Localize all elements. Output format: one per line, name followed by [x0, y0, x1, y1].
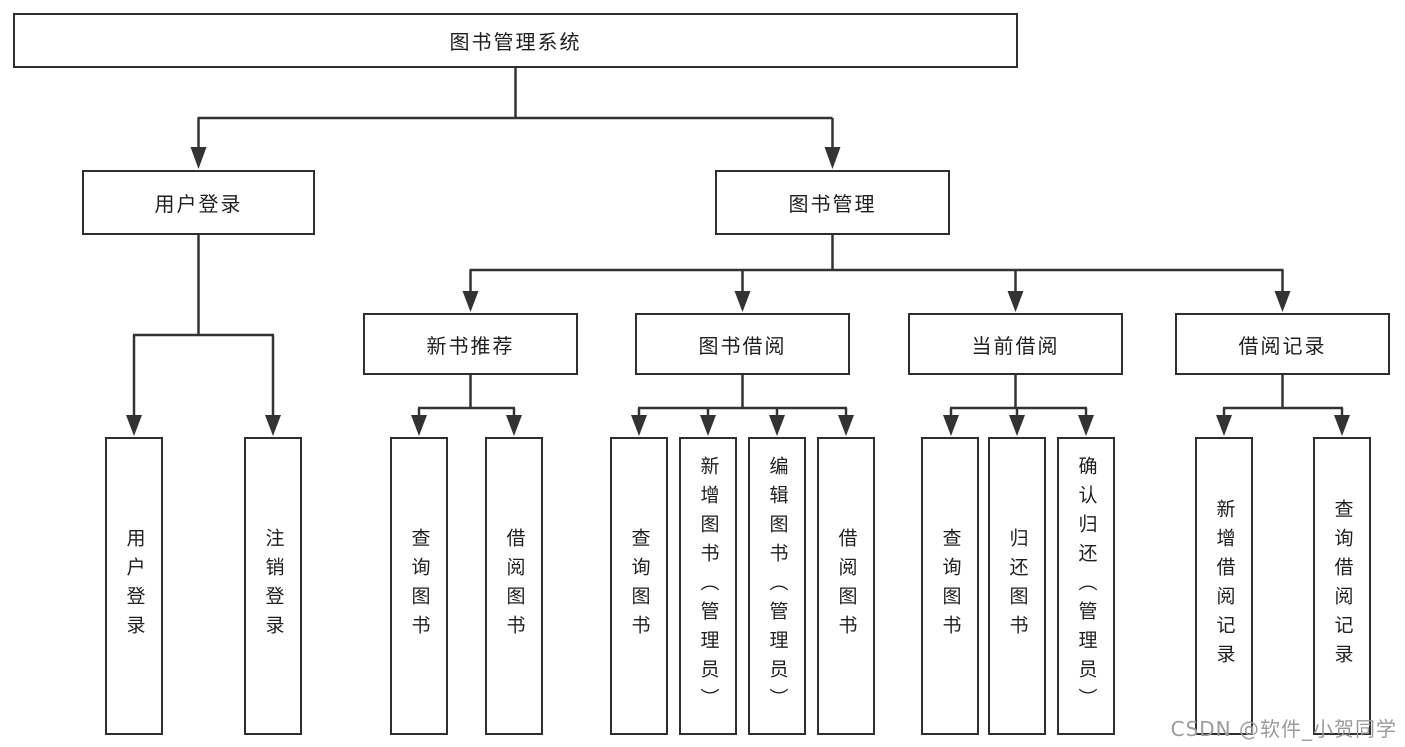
node-book-management-branch: 图书管理	[715, 170, 950, 235]
node-label: 新增图书（管理员）	[697, 455, 720, 717]
node-label: 查询图书	[628, 528, 651, 644]
node-user-login-branch: 用户登录	[82, 170, 315, 235]
node-label: 当前借阅	[971, 333, 1060, 358]
leaf-user-login: 用户登录	[105, 437, 163, 735]
node-label: 编辑图书（管理员）	[766, 455, 789, 717]
csdn-watermark: CSDN @软件_小贺同学	[1170, 717, 1397, 741]
leaf-borrow-query-books: 查询图书	[610, 437, 668, 735]
node-label: 借阅记录	[1238, 333, 1327, 358]
node-borrow-records: 借阅记录	[1175, 313, 1390, 375]
leaf-borrow-add-books-admin: 新增图书（管理员）	[679, 437, 737, 735]
node-label: 图书管理系统	[449, 30, 582, 54]
node-system-root: 图书管理系统	[13, 13, 1018, 68]
node-label: 借阅图书	[835, 528, 858, 644]
node-label: 借阅图书	[503, 528, 526, 644]
leaf-current-query-books: 查询图书	[921, 437, 979, 735]
leaf-records-add-record: 新增借阅记录	[1195, 437, 1253, 735]
leaf-borrow-borrow-books: 借阅图书	[817, 437, 875, 735]
leaf-recommend-query-books: 查询图书	[390, 437, 448, 735]
node-label: 注销登录	[262, 528, 285, 644]
leaf-logout: 注销登录	[244, 437, 302, 735]
node-label: 新增借阅记录	[1213, 499, 1236, 673]
leaf-borrow-edit-books-admin: 编辑图书（管理员）	[748, 437, 806, 735]
node-label: 查询图书	[939, 528, 962, 644]
node-label: 确认归还（管理员）	[1075, 455, 1098, 717]
node-label: 用户登录	[123, 528, 146, 644]
leaf-current-return-books: 归还图书	[988, 437, 1046, 735]
leaf-records-query-record: 查询借阅记录	[1313, 437, 1371, 735]
node-new-book-recommend: 新书推荐	[363, 313, 578, 375]
node-label: 查询借阅记录	[1331, 499, 1354, 673]
node-label: 归还图书	[1006, 528, 1029, 644]
leaf-current-confirm-return-admin: 确认归还（管理员）	[1057, 437, 1115, 735]
leaf-recommend-borrow-books: 借阅图书	[485, 437, 543, 735]
node-label: 图书借阅	[698, 333, 787, 358]
node-book-borrow: 图书借阅	[635, 313, 850, 375]
node-label: 新书推荐	[426, 333, 515, 358]
node-current-borrow: 当前借阅	[908, 313, 1123, 375]
node-label: 用户登录	[154, 192, 243, 216]
node-label: 图书管理	[788, 192, 877, 216]
node-label: 查询图书	[408, 528, 431, 644]
